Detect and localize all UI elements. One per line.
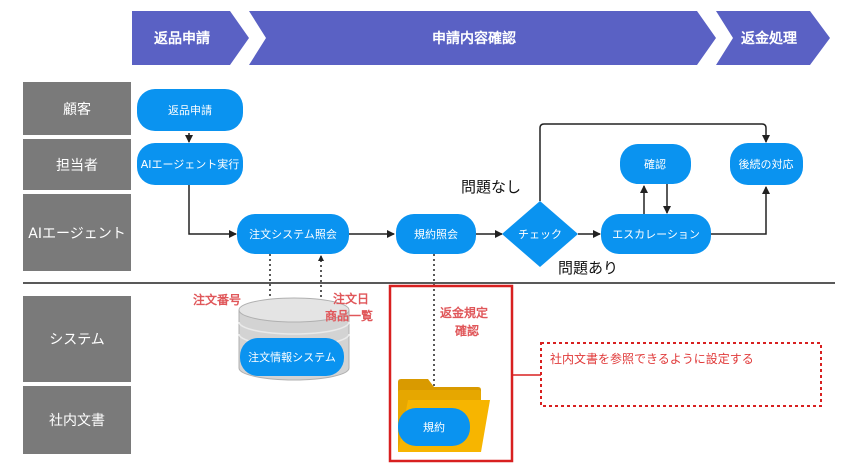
node-followup xyxy=(730,143,803,185)
node-return-request-label: 返品申請 xyxy=(168,103,212,117)
edge-check-to-followup xyxy=(539,123,770,201)
lane-labels: 顧客 担当者 AIエージェント システム 社内文書 xyxy=(23,82,131,454)
lane-label-customer-box xyxy=(23,82,131,135)
lane-label-staff-box xyxy=(23,139,131,190)
callout-note-box xyxy=(540,342,822,407)
node-order-info-system-label: 注文情報システム xyxy=(248,350,336,364)
lane-label-ai-agent: AIエージェント xyxy=(28,226,125,242)
label-refund-rule-confirm: 確認 xyxy=(455,323,479,338)
flow-nodes: 返品申請 AIエージェント実行 注文システム照会 規約照会 チェック エスカレー… xyxy=(137,89,803,446)
data-connectors xyxy=(267,254,437,408)
node-order-system-query-label: 注文システム照会 xyxy=(249,227,337,241)
node-policy-query-label: 規約照会 xyxy=(414,227,458,241)
phase-chevron-return-request xyxy=(132,11,249,65)
node-order-info-system xyxy=(240,338,344,376)
node-confirm-label: 確認 xyxy=(644,157,666,171)
highlight-box xyxy=(388,284,514,463)
node-followup-label: 後続の対応 xyxy=(739,157,794,171)
node-policy-doc xyxy=(398,408,470,446)
edge-escalation-to-followup xyxy=(711,186,770,235)
label-refund-rule: 返金規定 xyxy=(440,305,488,320)
lane-label-internal-docs-box xyxy=(23,386,131,454)
node-policy-query xyxy=(396,214,476,254)
label-order-number: 注文番号 xyxy=(193,292,241,307)
node-ai-agent-exec-label: AIエージェント実行 xyxy=(141,157,240,171)
node-escalation xyxy=(601,214,711,254)
phase-label-review: 申請内容確認 xyxy=(432,30,516,47)
node-escalation-label: エスカレーション xyxy=(612,228,700,241)
node-order-system-query xyxy=(237,214,349,254)
label-no-problem: 問題なし xyxy=(461,178,521,196)
callout-note-text: 社内文書を参照できるように設定する xyxy=(550,351,754,366)
node-policy-doc-label: 規約 xyxy=(423,420,445,434)
lane-label-staff: 担当者 xyxy=(56,158,98,174)
phase-bar: 返品申請 申請内容確認 返金処理 xyxy=(132,11,830,65)
edge-exec-to-order-query xyxy=(188,185,237,238)
phase-label-refund: 返金処理 xyxy=(741,30,797,47)
node-check-label: チェック xyxy=(518,228,562,241)
node-check-decision xyxy=(502,201,578,267)
node-ai-agent-exec xyxy=(137,143,243,185)
lane-label-customer: 顧客 xyxy=(63,101,91,118)
label-product-list: 商品一覧 xyxy=(325,308,373,323)
label-order-date: 注文日 xyxy=(333,291,369,306)
lane-label-system: システム xyxy=(49,332,105,348)
connectors xyxy=(185,123,770,238)
lane-label-internal-docs: 社内文書 xyxy=(49,413,105,429)
phase-chevron-refund xyxy=(716,11,830,65)
lane-label-system-box xyxy=(23,296,131,382)
phase-chevron-review xyxy=(249,11,716,65)
lane-label-ai-agent-box xyxy=(23,194,131,271)
label-has-problem: 問題あり xyxy=(558,259,618,277)
node-return-request xyxy=(137,89,243,131)
phase-label-return-request: 返品申請 xyxy=(154,30,210,47)
node-confirm xyxy=(620,144,691,184)
